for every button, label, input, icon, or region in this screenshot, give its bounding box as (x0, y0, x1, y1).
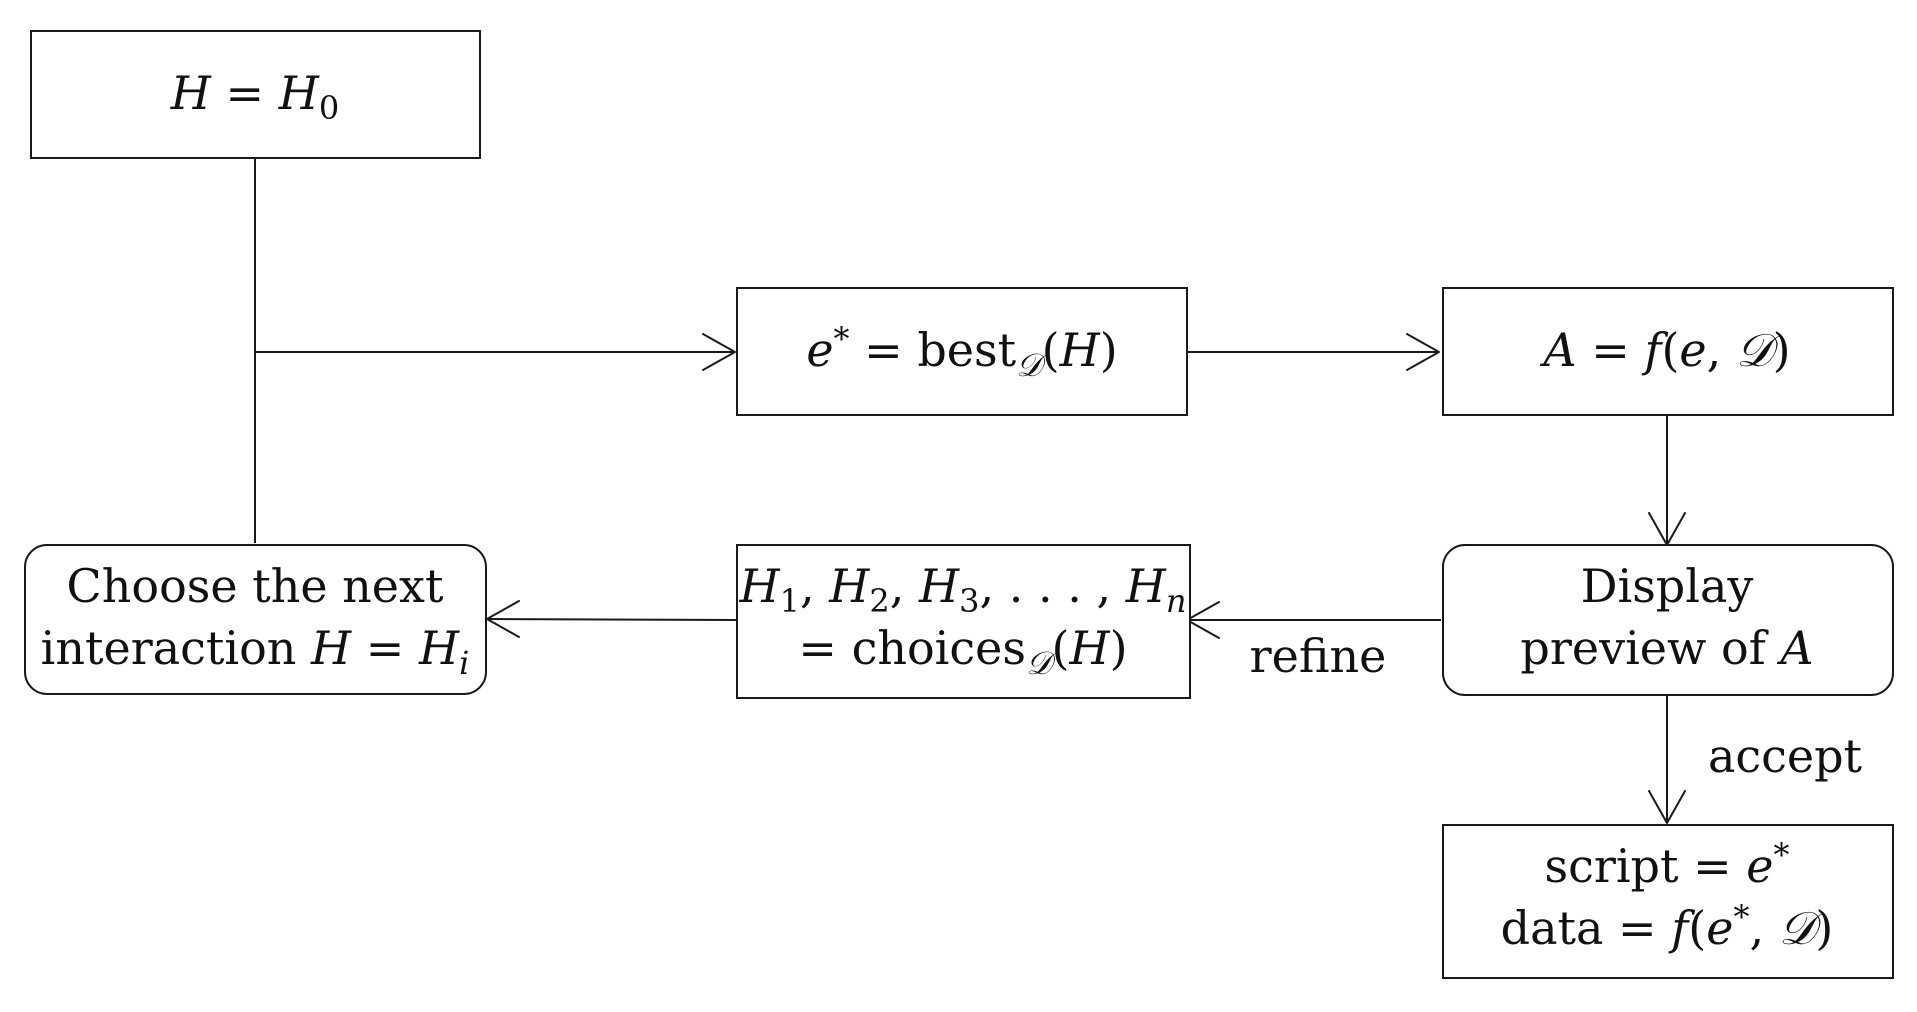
connectors (254, 158, 1686, 824)
start-box (30, 30, 481, 159)
arrowhead-apply (1406, 333, 1440, 371)
choose-label-line1: Choose the next (67, 559, 444, 613)
choices-node: H1, H2, H3, . . . , Hn = choices𝒟(H) (736, 544, 1191, 699)
best-label: e* = best𝒟(H) (806, 320, 1117, 384)
choose-box (24, 544, 487, 695)
arrowhead-result (1648, 790, 1686, 824)
best-node: e* = best𝒟(H) (736, 287, 1188, 416)
apply-label: A = f(e, 𝒟) (1539, 323, 1790, 377)
choices-label-line1: H1, H2, H3, . . . , Hn (739, 559, 1187, 620)
start-node: H = H0 (30, 30, 481, 159)
apply-box (1442, 287, 1894, 416)
choose-label-line2: interaction H = Hi (41, 621, 470, 682)
edge-choices-to-choose (488, 618, 737, 621)
result-node: script = e* data = f(e*, 𝒟) (1442, 824, 1894, 979)
display-label-line2: preview of A (1520, 621, 1813, 675)
result-label-line1: script = e* (1544, 836, 1789, 893)
result-box (1442, 824, 1894, 979)
choices-box (736, 544, 1191, 699)
choices-label-line2: = choices𝒟(H) (798, 621, 1127, 682)
choose-node: Choose the next interaction H = Hi (24, 544, 487, 695)
refine-label: refine (1250, 629, 1387, 683)
start-label: H = H0 (170, 66, 339, 127)
apply-node: A = f(e, 𝒟) (1442, 287, 1894, 416)
display-label-line1: Display (1581, 559, 1754, 613)
result-label-line2: data = f(e*, 𝒟) (1501, 898, 1834, 955)
accept-label: accept (1708, 729, 1863, 783)
arrowhead-best (702, 333, 736, 371)
best-box (736, 287, 1188, 416)
display-box (1442, 544, 1894, 696)
display-node: Display preview of A (1442, 544, 1894, 696)
